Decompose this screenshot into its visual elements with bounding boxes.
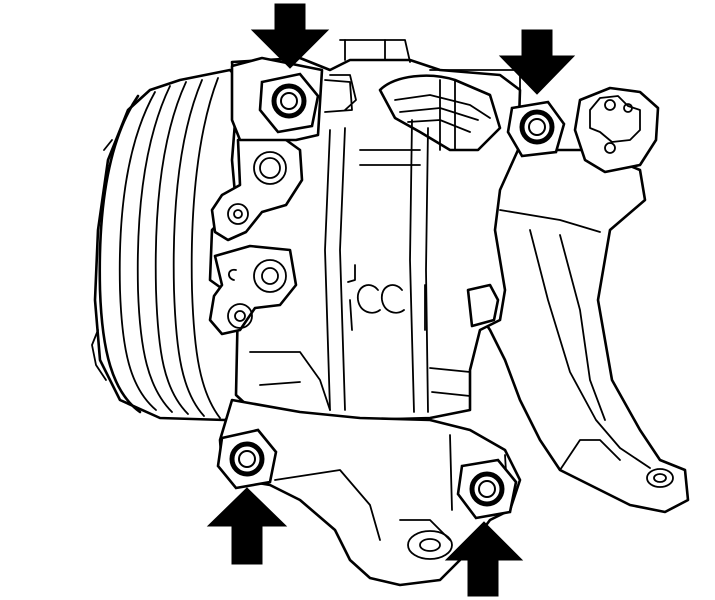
arrow-bottom-left bbox=[206, 487, 288, 565]
arrow-top-left bbox=[250, 3, 330, 69]
mounting-bracket bbox=[468, 86, 690, 514]
arrow-bottom-right bbox=[444, 521, 524, 597]
bolt-bottom-left bbox=[216, 428, 278, 490]
compressor-body bbox=[208, 39, 522, 422]
bolt-bottom-right bbox=[456, 458, 518, 520]
bolt-top-left bbox=[258, 72, 320, 134]
arrow-top-right bbox=[498, 29, 576, 95]
bolt-top-right bbox=[506, 100, 566, 158]
